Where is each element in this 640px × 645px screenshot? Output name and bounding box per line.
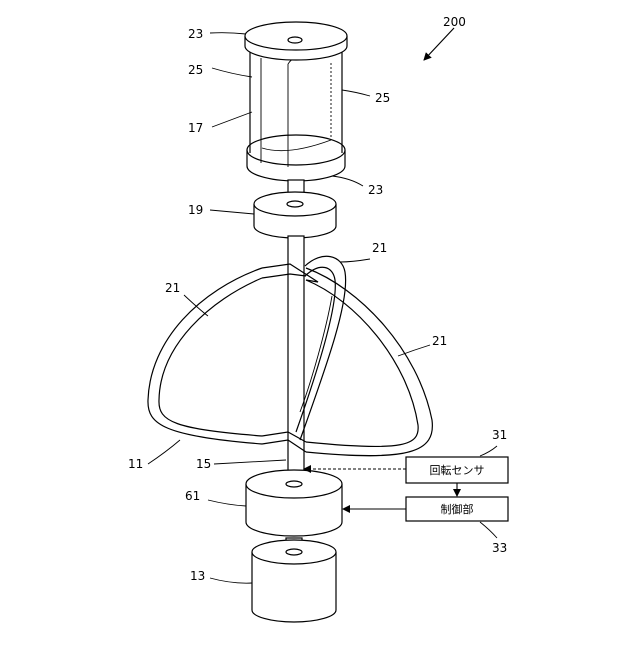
label-21-left: 21 — [165, 281, 180, 295]
control-unit-label: 制御部 — [441, 502, 474, 516]
label-17: 17 — [188, 121, 203, 135]
label-31: 31 — [492, 428, 507, 442]
label-25-right: 25 — [375, 91, 390, 105]
label-21-top: 21 — [372, 241, 387, 255]
label-13: 13 — [190, 569, 205, 583]
lower-unit — [246, 470, 342, 536]
rotor-body — [245, 22, 347, 181]
label-11: 11 — [128, 457, 143, 471]
label-21-right: 21 — [432, 334, 447, 348]
label-25-left: 25 — [188, 63, 203, 77]
figure-number: 200 — [443, 15, 466, 29]
label-61: 61 — [185, 489, 200, 503]
figure-arrow — [424, 28, 454, 60]
label-19: 19 — [188, 203, 203, 217]
blade-right — [306, 280, 418, 447]
label-33: 33 — [492, 541, 507, 555]
rotation-sensor-label: 回転センサ — [430, 464, 485, 477]
base-unit — [252, 540, 336, 622]
top-plate-top — [245, 22, 347, 50]
label-23-top: 23 — [188, 27, 203, 41]
bottom-plate-top — [247, 135, 345, 165]
label-23-bottom: 23 — [368, 183, 383, 197]
label-15: 15 — [196, 457, 211, 471]
upper-bearing — [254, 192, 336, 238]
control-unit-box: 制御部 — [406, 497, 508, 521]
rotation-sensor-box: 回転センサ — [406, 457, 508, 483]
